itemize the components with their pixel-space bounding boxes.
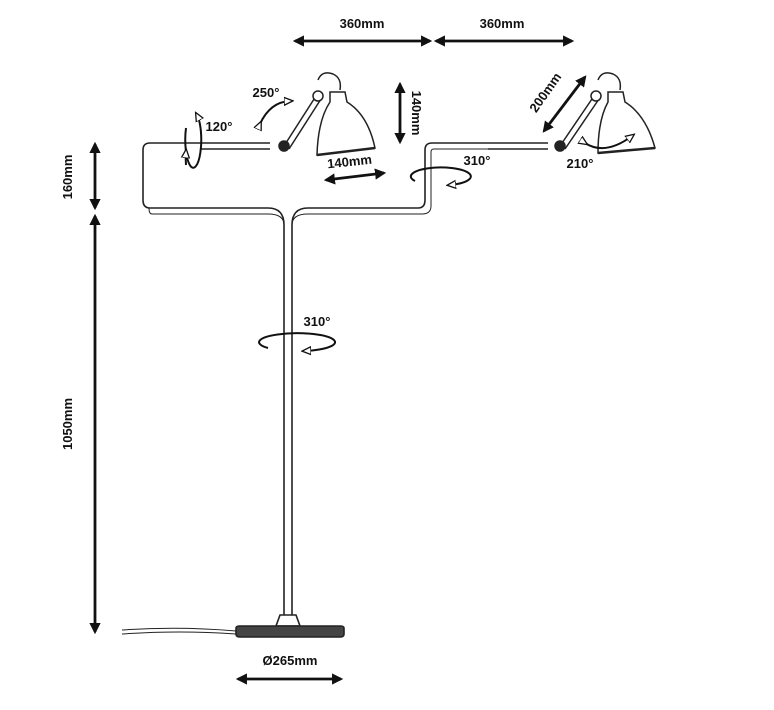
right-arm bbox=[488, 142, 548, 150]
left-shade-tilt-label: 250° bbox=[253, 85, 280, 100]
right-shade-tilt-label: 210° bbox=[567, 156, 594, 171]
left-lamp-head bbox=[278, 72, 376, 157]
left-shade-tilt-indicator bbox=[260, 101, 290, 124]
shade-depth-arrow bbox=[323, 168, 387, 185]
shade-depth-label: 140mm bbox=[326, 152, 372, 172]
right-arm-length-label: 200mm bbox=[526, 70, 564, 115]
dimension-arrows bbox=[89, 35, 587, 685]
right-shade bbox=[597, 91, 656, 154]
shade-height-label: 140mm bbox=[409, 91, 424, 136]
power-cable bbox=[121, 627, 237, 635]
base-diameter-label: Ø265mm bbox=[263, 653, 318, 668]
rotation-indicators bbox=[185, 101, 632, 351]
lamp-crossbar bbox=[142, 142, 488, 226]
left-shade bbox=[316, 91, 376, 156]
lamp-base bbox=[274, 614, 302, 627]
stem-swivel-indicator bbox=[258, 332, 337, 351]
lower-height-label: 1050mm bbox=[60, 398, 75, 450]
stem-swivel-label: 310° bbox=[304, 314, 331, 329]
right-arm-swivel-label: 310° bbox=[464, 153, 491, 168]
lamp-structure bbox=[121, 142, 548, 638]
left-arm bbox=[200, 142, 270, 150]
left-arm-swivel-label: 120° bbox=[206, 119, 233, 134]
rotation-labels: 250° 120° 310° 210° 310° bbox=[206, 85, 594, 329]
arm-span-right-label: 360mm bbox=[480, 16, 525, 31]
lamp-stem bbox=[283, 225, 293, 615]
right-lamp-head bbox=[554, 72, 656, 155]
arm-span-left-label: 360mm bbox=[340, 16, 385, 31]
right-arm-swivel-indicator bbox=[409, 166, 472, 185]
right-shade-tilt-indicator bbox=[585, 136, 632, 150]
left-arm-swivel-indicator bbox=[185, 115, 201, 169]
upper-height-label: 160mm bbox=[60, 155, 75, 200]
right-arm-length-arrow bbox=[542, 75, 587, 133]
